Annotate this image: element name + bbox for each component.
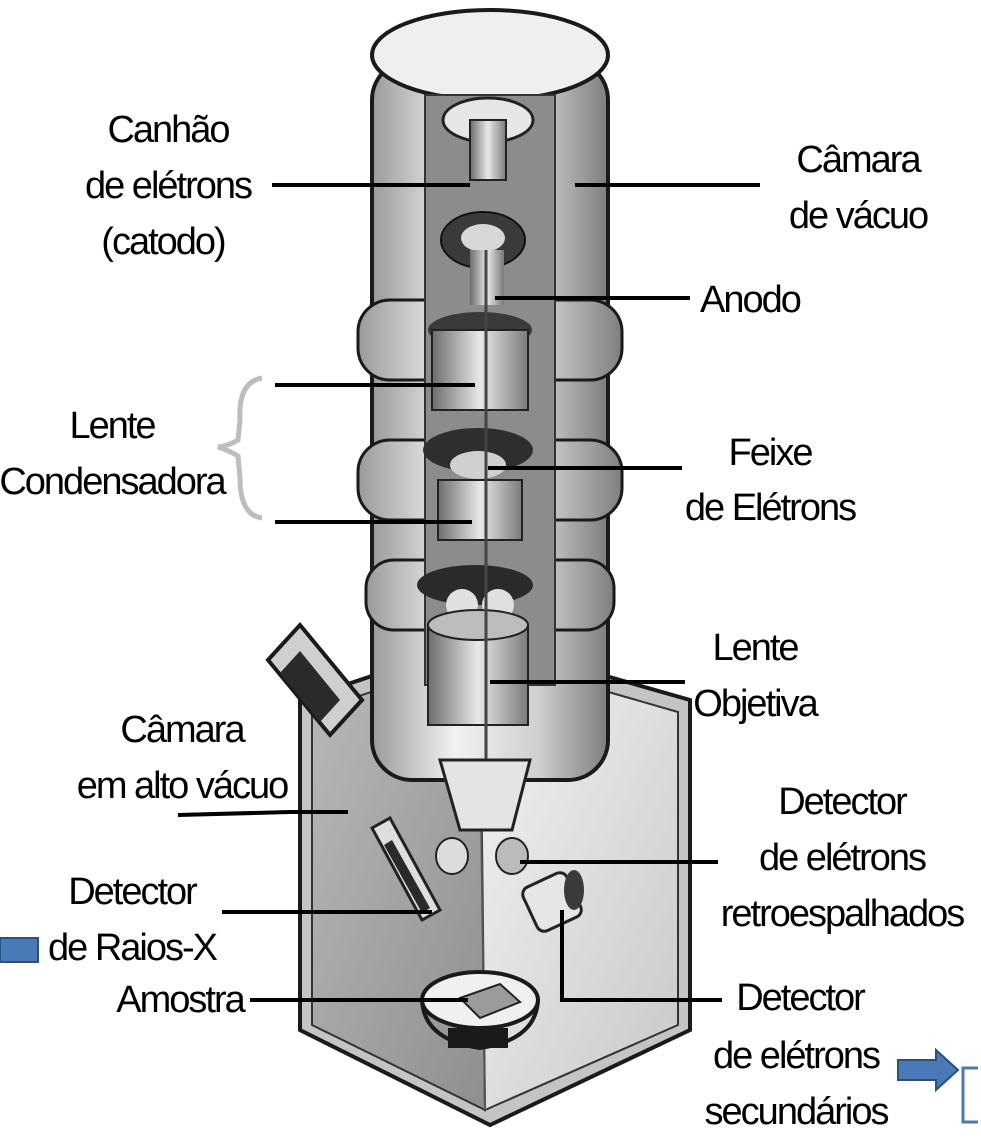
svg-text:Detector: Detector [778, 781, 908, 823]
svg-text:(catodo): (catodo) [101, 221, 225, 263]
svg-text:Amostra: Amostra [116, 979, 246, 1021]
svg-text:de elétrons: de elétrons [759, 837, 926, 879]
label-vacuum-chamber: Câmara de vácuo [789, 139, 928, 237]
label-objective-lens: Lente Objetiva [693, 627, 819, 725]
svg-text:Canhão: Canhão [107, 109, 229, 151]
label-line: Detector [68, 871, 198, 913]
svg-text:de Elétrons: de Elétrons [685, 487, 856, 529]
label-electron-gun: Canhão de elétrons (catodo) [85, 109, 252, 263]
label-condenser-lens: Lente Condensadora [0, 405, 228, 503]
svg-text:de Raios-X: de Raios-X [48, 927, 218, 969]
label-line: de elétrons [85, 165, 252, 207]
microscope-body [268, 10, 690, 1125]
svg-text:Objetiva: Objetiva [693, 683, 819, 725]
left-arrow-icon [0, 938, 38, 962]
label-line: Objetiva [693, 683, 819, 725]
label-line: de Raios-X [48, 927, 218, 969]
svg-text:em alto vácuo: em alto vácuo [77, 765, 288, 807]
svg-text:Condensadora: Condensadora [0, 461, 228, 503]
svg-text:de elétrons: de elétrons [713, 1035, 880, 1077]
label-line: Lente [712, 627, 798, 669]
svg-text:de vácuo: de vácuo [789, 195, 928, 237]
label-line: retroespalhados [721, 893, 965, 935]
label-line: secundários [705, 1091, 889, 1133]
svg-text:Câmara: Câmara [120, 709, 246, 751]
right-arrow-icon [898, 1050, 958, 1090]
label-line: Canhão [107, 109, 229, 151]
svg-text:Câmara: Câmara [796, 139, 922, 181]
label-line: Câmara [120, 709, 246, 751]
label-line: de Elétrons [685, 487, 856, 529]
label-line: Feixe [729, 432, 813, 474]
svg-text:Detector: Detector [68, 871, 198, 913]
svg-text:Feixe: Feixe [729, 432, 813, 474]
svg-text:Anodo: Anodo [700, 279, 801, 321]
svg-text:Lente: Lente [69, 405, 155, 447]
label-line: de vácuo [789, 195, 928, 237]
label-line: (catodo) [101, 221, 225, 263]
label-backscatter-detector: Detector de elétrons retroespalhados [721, 781, 965, 935]
svg-text:de elétrons: de elétrons [85, 165, 252, 207]
svg-text:Lente: Lente [712, 627, 798, 669]
label-electron-beam: Feixe de Elétrons [685, 432, 856, 529]
label-line: Lente [69, 405, 155, 447]
label-high-vacuum-chamber: Câmara em alto vácuo [77, 709, 288, 807]
label-line: Detector [778, 781, 908, 823]
svg-text:retroespalhados: retroespalhados [721, 893, 965, 935]
label-line: em alto vácuo [77, 765, 288, 807]
label-line: Condensadora [0, 461, 228, 503]
right-bracket [963, 1068, 978, 1122]
label-sample: Amostra [116, 979, 246, 1021]
label-xray-detector: Detector de Raios-X [48, 871, 218, 969]
label-secondary-detector: Detector de elétrons secundários [705, 977, 889, 1133]
label-line: Detector [736, 977, 866, 1019]
label-line: Amostra [116, 979, 246, 1021]
svg-text:secundários: secundários [705, 1091, 889, 1133]
svg-text:Detector: Detector [736, 977, 866, 1019]
label-line: Anodo [700, 279, 801, 321]
label-anode: Anodo [700, 279, 801, 321]
label-line: Câmara [796, 139, 922, 181]
label-line: de elétrons [713, 1035, 880, 1077]
label-line: de elétrons [759, 837, 926, 879]
